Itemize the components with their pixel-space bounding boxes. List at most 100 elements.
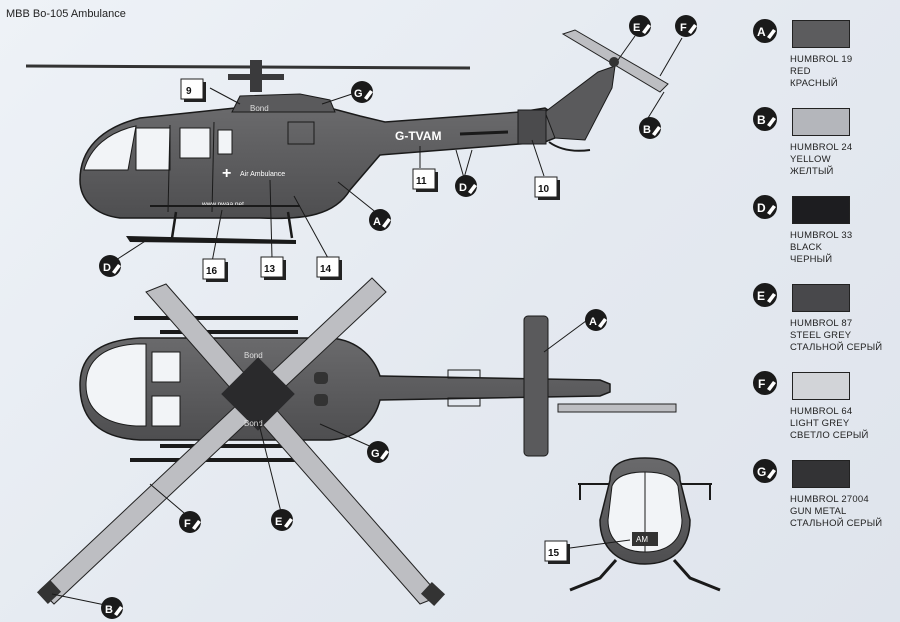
legend-item-d: D HUMBROL 33 BLACK ЧЕРНЫЙ [752,194,900,282]
svg-text:E: E [633,22,640,34]
page-title: MBB Bo-105 Ambulance [6,8,126,20]
svg-text:F: F [680,22,687,34]
legend-en-b: YELLOW [790,154,831,165]
top-boom-fairing [447,369,481,379]
callout-a-top: A [585,309,607,331]
legend-humbrol-d: HUMBROL 33 [790,230,853,241]
side-skid-strut-rear [286,211,294,239]
callout-e-top: E [271,509,293,531]
front-skid-right [672,559,721,592]
top-view: Bond Bond [36,277,677,606]
side-rotor-hub [228,74,284,80]
svg-text:9: 9 [186,86,192,97]
top-boom-fairing-2 [447,397,481,407]
side-intake-grille [287,121,315,145]
callout-f-side: F [675,15,697,37]
side-skid-strut-front [170,211,178,239]
svg-text:D: D [103,262,111,274]
top-skid-lower [130,458,298,462]
decal-tag-9: 9 [180,78,206,102]
leader-lines [51,35,683,607]
svg-text:13: 13 [264,264,276,275]
side-window-front [135,127,171,171]
top-rotor-tip [36,580,62,604]
legend-en-a: RED [790,66,811,77]
svg-text:14: 14 [320,264,332,275]
side-air-ambulance: Air Ambulance [240,171,285,178]
side-website: www.nwaa.net [201,201,244,208]
legend-en-g: GUN METAL [790,506,847,517]
top-bond-rear: Bond [244,419,263,428]
legend-humbrol-b: HUMBROL 24 [790,142,853,153]
side-skid [126,236,296,244]
legend-swatch-e [792,284,850,312]
side-cross: + [222,165,231,182]
top-tail-rotor [557,403,677,413]
svg-text:11: 11 [416,176,427,187]
front-skid-left [569,559,618,592]
legend-swatch-f [792,372,850,400]
legend-humbrol-f: HUMBROL 64 [790,406,853,417]
svg-text:F: F [184,518,191,530]
legend-badge-b-icon: B [753,107,777,131]
decal-tag-15: 15 [544,540,570,564]
legend-item-e: E HUMBROL 87 STEEL GREY СТАЛЬНОЙ СЕРЫЙ [752,282,900,370]
callout-g-side: G [351,81,373,103]
top-horizontal-stabilizer [523,315,549,457]
legend-swatch-b [792,108,850,136]
side-windscreen [83,125,137,171]
legend-ru-b: ЖЕЛТЫЙ [790,166,834,177]
top-rotor-hub [221,357,295,431]
helicopter-diagrams: Bond G-TVAM + Air Ambulance www.nwaa.net [25,15,721,619]
legend-swatch-g [792,460,850,488]
legend-ru-a: КРАСНЫЙ [790,78,838,89]
side-view: Bond G-TVAM + Air Ambulance www.nwaa.net [25,29,669,244]
legend-item-b: B HUMBROL 24 YELLOW ЖЕЛТЫЙ [752,106,900,194]
paint-legend: A HUMBROL 19 RED КРАСНЫЙ B HUMBROL 24 YE… [752,18,900,546]
svg-text:G: G [371,448,380,460]
legend-item-g: G HUMBROL 27004 GUN METAL СТАЛЬНОЙ СЕРЫЙ [752,458,900,546]
callout-e-side: E [629,15,651,37]
callout-b-side: B [639,117,661,139]
legend-humbrol-g: HUMBROL 27004 [790,494,869,505]
side-tail-skid [548,141,591,152]
svg-text:10: 10 [538,184,550,195]
side-door-line-2 [211,121,215,213]
svg-text:B: B [757,113,766,127]
front-view: AM [569,457,721,592]
legend-badge-g-icon: G [753,459,777,483]
side-main-rotor-blade [25,64,471,70]
legend-badge-d-icon: D [753,195,777,219]
side-tail-boom-box [517,109,547,145]
svg-text:16: 16 [206,266,218,277]
svg-text:G: G [354,88,363,100]
top-step-lower [160,444,298,448]
top-canopy [85,343,147,427]
top-window-right [151,395,181,427]
top-engine-exhaust-2 [314,394,328,406]
svg-text:15: 15 [548,548,560,559]
side-tail-stripe [459,130,509,136]
top-engine-exhaust-1 [314,372,328,384]
decal-tag-16: 16 [202,258,228,282]
top-step-upper [160,330,298,334]
legend-humbrol-e: HUMBROL 87 [790,318,853,329]
legend-item-f: F HUMBROL 64 LIGHT GREY СВЕТЛО СЕРЫЙ [752,370,900,458]
front-nose-panel [632,532,658,546]
decal-tag-14: 14 [316,256,342,280]
side-tail-fin [544,65,616,141]
legend-ru-g: СТАЛЬНОЙ СЕРЫЙ [790,518,883,529]
legend-badge-e-icon: E [753,283,777,307]
front-nose-code: AM [636,535,648,544]
svg-text:A: A [373,216,381,228]
legend-swatch-a [792,20,850,48]
decal-tag-11: 11 [412,168,438,192]
legend-en-d: BLACK [790,242,823,253]
svg-text:D: D [757,201,766,215]
callout-b-top: B [101,597,123,619]
side-window-small [217,129,233,155]
svg-text:G: G [757,465,766,479]
callout-d-skid: D [99,255,121,277]
legend-swatch-d [792,196,850,224]
legend-item-a: A HUMBROL 19 RED КРАСНЫЙ [752,18,900,106]
